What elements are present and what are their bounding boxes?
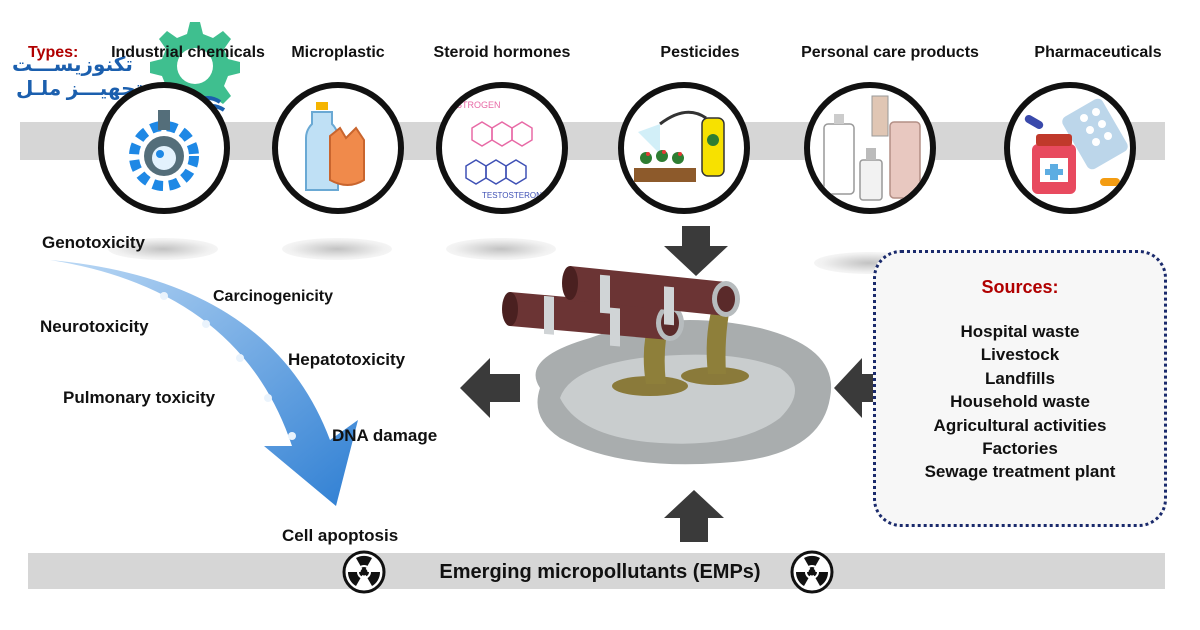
cosmetics-bottles-icon [823, 95, 921, 201]
type-circle-personal-care [804, 82, 936, 214]
type-label-microplastic: Microplastic [291, 44, 385, 61]
circle-shadow-microplastic [282, 238, 392, 260]
circle-shadow-industrial [108, 238, 218, 260]
arrow-up-from-emps [664, 490, 724, 542]
radiation-icon [342, 550, 386, 594]
circle-shadow-steroid [446, 238, 556, 260]
sources-list: Hospital waste Livestock Landfills House… [876, 320, 1164, 484]
sprayer-plants-icon [634, 110, 725, 182]
source-item: Factories [982, 439, 1058, 459]
type-label-steroid: Steroid hormones [433, 44, 571, 61]
pipes-spill-illustration [502, 266, 832, 465]
radiation-icon [790, 550, 834, 594]
type-label-pharmaceuticals: Pharmaceuticals [1034, 44, 1162, 61]
tox-label-dna-damage: DNA damage [332, 426, 438, 445]
estrogen-label: ESTROGEN [450, 100, 501, 110]
type-label-personal-care: Personal care products [801, 44, 979, 61]
source-item: Sewage treatment plant [924, 462, 1116, 482]
tox-label-neurotoxicity: Neurotoxicity [40, 317, 149, 336]
source-item: Livestock [980, 345, 1060, 365]
logo-text-line1: تکنوزیســـت [12, 54, 133, 76]
plastic-bottle-bag-icon [305, 102, 365, 191]
type-label-pesticides: Pesticides [660, 44, 740, 61]
arrow-left-from-sources [834, 358, 890, 418]
source-item: Household waste [950, 392, 1090, 412]
source-item: Hospital waste [960, 322, 1080, 341]
bottom-band [28, 553, 1165, 589]
tox-label-genotoxicity: Genotoxicity [42, 233, 145, 252]
types-prefix: Types: [28, 44, 79, 61]
tox-label-pulmonary: Pulmonary toxicity [63, 388, 216, 407]
type-circle-microplastic [272, 82, 404, 214]
arrow-left-to-toxicity [460, 358, 520, 418]
pills-medicine-icon [1024, 98, 1128, 194]
logo-text-line2: تجهیـــز ملـل [16, 78, 144, 100]
emps-title: Emerging micropollutants (EMPs) [439, 561, 761, 583]
sources-box: Sources: Hospital waste Livestock Landfi… [873, 250, 1167, 527]
type-circle-pesticides [618, 82, 750, 214]
source-item: Landfills [985, 368, 1055, 388]
type-circle-steroid: ESTROGEN TESTOSTERONE [436, 82, 568, 214]
tox-label-cell-apoptosis: Cell apoptosis [282, 526, 399, 545]
gear-flask-icon [129, 110, 199, 191]
source-item: Agricultural activities [933, 415, 1107, 435]
sources-title: Sources: [981, 277, 1059, 297]
tox-label-hepatotoxicity: Hepatotoxicity [288, 350, 406, 369]
type-label-industrial: Industrial chemicals [111, 44, 265, 61]
arrow-down-from-types [664, 226, 728, 276]
type-circle-industrial [98, 82, 230, 214]
toxicity-arrow [50, 260, 358, 506]
steroid-molecule-icon: ESTROGEN TESTOSTERONE [450, 100, 547, 200]
testosterone-label: TESTOSTERONE [482, 191, 547, 200]
type-circle-pharmaceuticals [1004, 82, 1136, 214]
tox-label-carcinogenicity: Carcinogenicity [213, 288, 334, 305]
